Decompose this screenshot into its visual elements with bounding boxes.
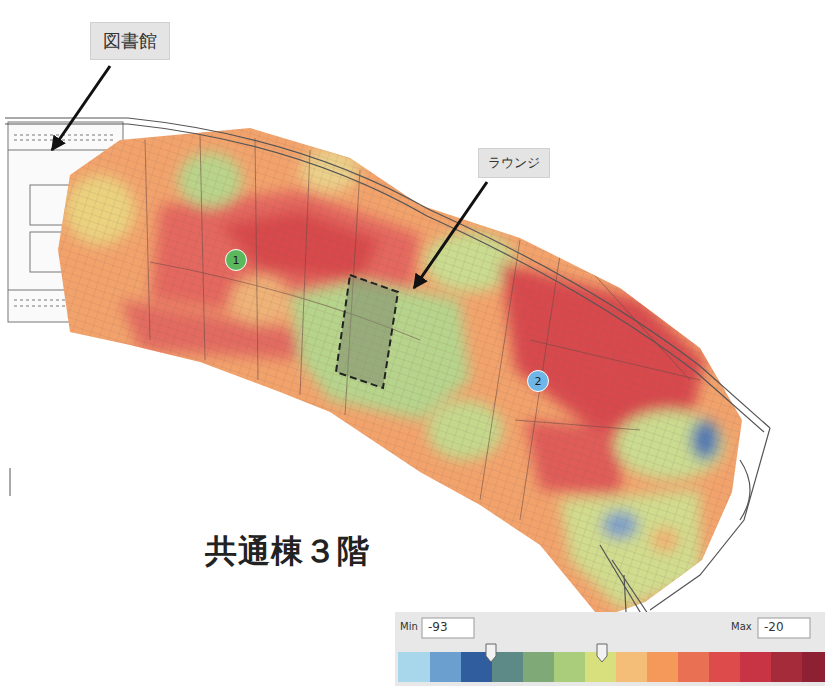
min-label: Min (400, 621, 418, 632)
access-point-marker: 2 (527, 370, 549, 392)
max-value: -20 (764, 620, 784, 634)
marker-number: 1 (233, 255, 240, 266)
callout-box: ラウンジ (478, 148, 550, 178)
marker-number: 2 (535, 376, 542, 387)
access-point-marker: 1 (225, 249, 247, 271)
callout-text: 図書館 (103, 29, 157, 53)
max-label: Max (731, 621, 752, 632)
callout-text: ラウンジ (488, 154, 540, 172)
callout-box: 図書館 (90, 22, 170, 60)
floor-title: 共通棟３階 (205, 530, 370, 574)
min-value: -93 (428, 620, 448, 634)
